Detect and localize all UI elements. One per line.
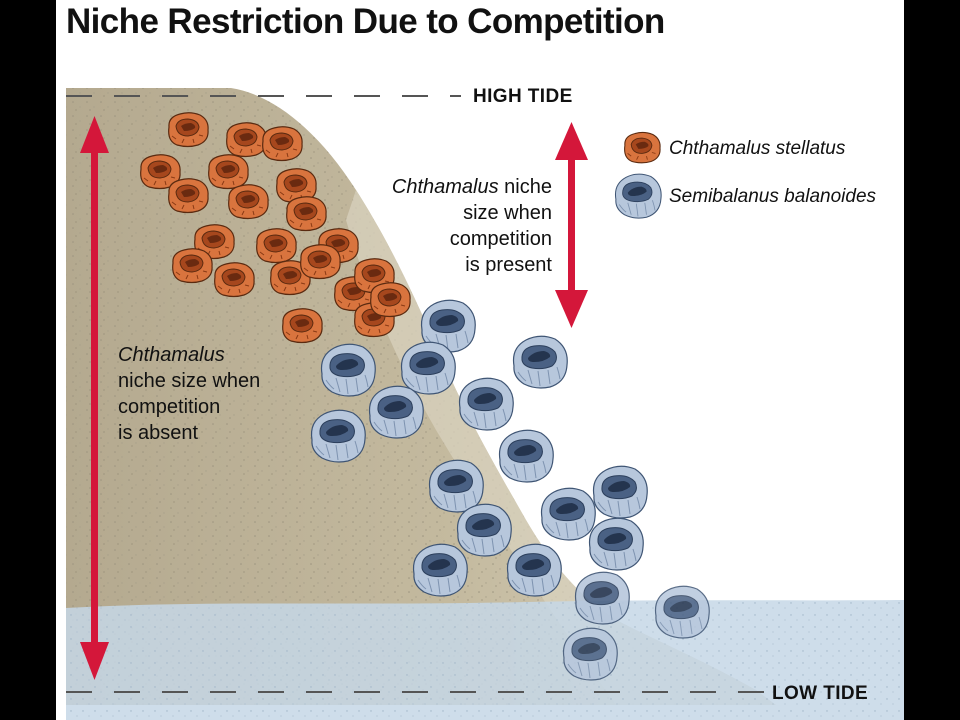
niche-present-arrow [555,122,588,328]
niche-absent-line2: niche size when [118,370,261,392]
niche-present-line3: competition [449,228,552,250]
legend-blue-icon [614,173,662,219]
shore-illustration [66,88,904,720]
legend-orange-icon [624,131,661,164]
low-tide-label: LOW TIDE [772,683,869,704]
legend-semibalanus-label: Semibalanus balanoides [669,186,877,207]
high-tide-label: HIGH TIDE [473,86,573,107]
niche-present-line4: is present [465,254,552,276]
niche-present-label: Chthamalus niche size when competition i… [346,174,552,278]
niche-absent-species: Chthamalus [118,344,225,366]
niche-absent-line4: is absent [118,422,199,444]
slide: Niche Restriction Due to Competition HIG… [56,0,904,720]
niche-present-line1: niche [498,176,552,198]
legend-chthamalus-label: Chthamalus stellatus [669,138,846,159]
slide-title: Niche Restriction Due to Competition [66,2,665,41]
niche-absent-line3: competition [118,396,221,418]
niche-present-line2: size when [463,202,552,224]
niche-absent-label: Chthamalus niche size when competition i… [118,342,318,446]
niche-present-species: Chthamalus [391,176,499,198]
niche-absent-arrow [80,116,109,680]
